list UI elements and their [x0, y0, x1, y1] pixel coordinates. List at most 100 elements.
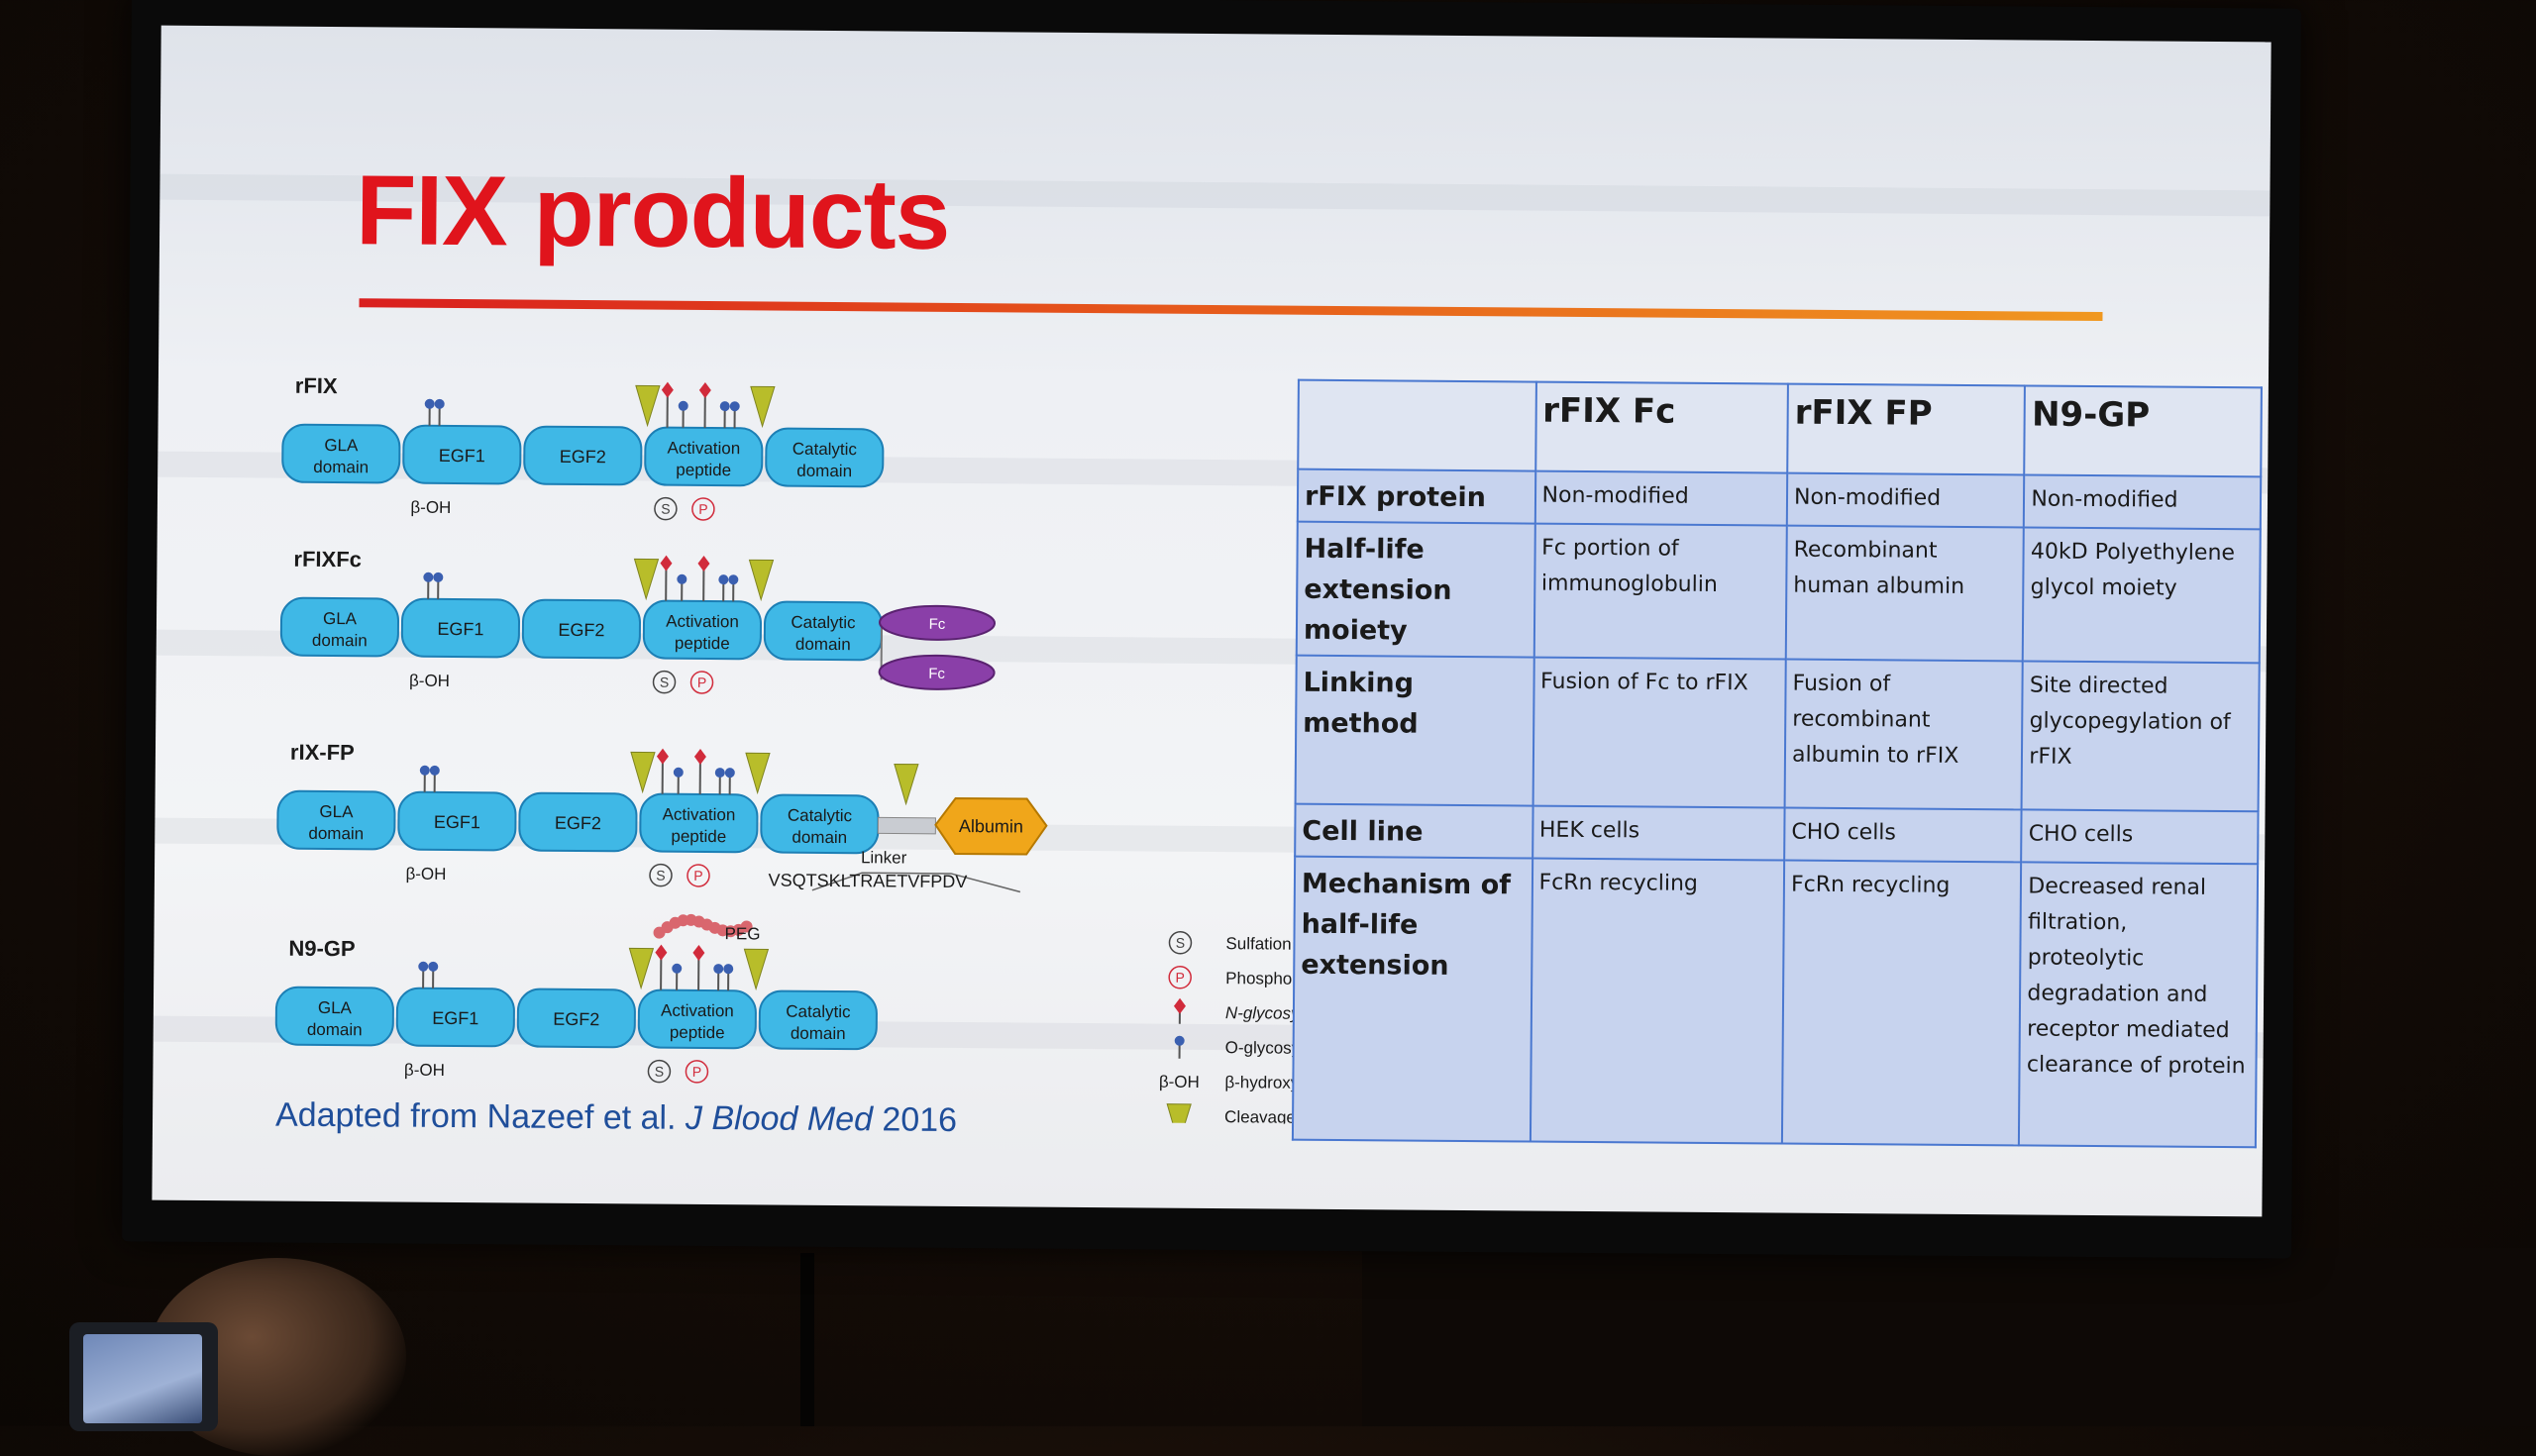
- table-cell: Non-modified: [2024, 474, 2261, 529]
- catalytic-domain-label: domain: [791, 1024, 846, 1043]
- construct-label: rIX-FP: [290, 740, 355, 766]
- phosphorylation-icon-label: P: [697, 675, 706, 690]
- activation-peptide-label: peptide: [670, 1023, 725, 1042]
- monitor-stand: [800, 1253, 814, 1426]
- table-cell: Fusion of Fc to rFIX: [1532, 658, 1786, 808]
- egf1-domain-label: EGF1: [439, 446, 485, 466]
- o-glycosylation-icon: [435, 399, 445, 409]
- o-glycosylation-icon: [674, 768, 684, 778]
- egf1-domain-label: EGF1: [432, 1008, 478, 1028]
- o-glycosylation-icon: [420, 766, 430, 776]
- table-cell: HEK cells: [1532, 806, 1785, 861]
- sulfation-icon-label: S: [660, 675, 669, 690]
- legend-sulfation: Sulfation: [1225, 934, 1291, 954]
- gla-domain-label: domain: [308, 824, 364, 843]
- activation-peptide-label: peptide: [675, 634, 730, 653]
- header-cell: rFIX Fc: [1535, 382, 1788, 473]
- beta-oh-label: β-OH: [404, 1061, 445, 1080]
- beta-oh-label: β-OH: [410, 498, 451, 517]
- activation-peptide-label: Activation: [666, 612, 739, 632]
- o-glycosylation-icon: [720, 401, 730, 411]
- citation-suffix: 2016: [873, 1100, 957, 1139]
- citation-prefix: Adapted from Nazeef et al.: [275, 1096, 686, 1137]
- citation-journal: J Blood Med: [686, 1099, 873, 1138]
- activation-peptide-label: Activation: [667, 439, 740, 459]
- fix-products-table: rFIX Fc rFIX FP N9-GP rFIX protein Non-m…: [1292, 379, 2263, 1149]
- table-cell: CHO cells: [1784, 808, 2022, 863]
- cleavage-site-icon: [895, 764, 918, 803]
- gla-domain-label: domain: [312, 631, 368, 650]
- o-glycosylation-icon: [672, 964, 682, 974]
- cleavage-site-icon: [746, 753, 770, 792]
- audience-phone: [69, 1322, 218, 1431]
- table-cell: Non-modified: [1787, 473, 2025, 528]
- n-glycosylation-icon: [662, 382, 674, 398]
- title-underline: [359, 298, 2102, 321]
- o-glycosylation-icon: [418, 962, 428, 972]
- egf2-domain-label: EGF2: [553, 1009, 599, 1029]
- n-glycosylation-icon: [697, 556, 709, 572]
- table-row: Cell line HEK cells CHO cells CHO cells: [1295, 804, 2258, 865]
- catalytic-domain-label: Catalytic: [792, 440, 858, 460]
- albumin-label: Albumin: [959, 816, 1023, 837]
- n-glycosylation-icon: [699, 382, 711, 398]
- n-glycosylation-icon: [655, 945, 667, 961]
- activation-peptide-label: peptide: [671, 827, 726, 846]
- cleavage-site-icon: [1167, 1104, 1191, 1125]
- table-row: Linking method Fusion of Fc to rFIX Fusi…: [1296, 656, 2260, 812]
- table-cell: FcRn recycling: [1782, 861, 2022, 1146]
- o-glycosylation-icon: [728, 574, 738, 584]
- o-glycosylation-icon: [715, 768, 725, 778]
- table-cell: Decreased renal filtration, proteolytic …: [2019, 862, 2258, 1147]
- linker-label: Linker: [861, 848, 907, 867]
- table-cell: Recombinant human albumin: [1786, 526, 2024, 662]
- cleavage-site-icon: [636, 385, 660, 425]
- construct-label: rFIXFc: [293, 547, 362, 572]
- table-header-row: rFIX Fc rFIX FP N9-GP: [1298, 380, 2262, 477]
- table-row: Mechanism of half-life extension FcRn re…: [1293, 857, 2258, 1148]
- cleavage-site-icon: [631, 752, 655, 791]
- o-glycosylation-icon: [730, 401, 740, 411]
- phosphorylation-icon-label: P: [1175, 970, 1184, 986]
- catalytic-domain-label: domain: [792, 828, 847, 847]
- gla-domain-label: GLA: [324, 436, 359, 455]
- citation: Adapted from Nazeef et al. J Blood Med 2…: [275, 1096, 957, 1140]
- o-glycosylation-icon: [423, 572, 433, 582]
- phosphorylation-icon-label: P: [698, 501, 707, 517]
- egf2-domain-label: EGF2: [560, 447, 606, 467]
- table-cell: CHO cells: [2022, 809, 2259, 864]
- row-label: Linking method: [1296, 656, 1534, 806]
- n-glycosylation-icon: [1174, 998, 1186, 1014]
- table-cell: 40kD Polyethylene glycol moiety: [2023, 527, 2261, 663]
- n-glycosylation-icon: [660, 556, 672, 572]
- phosphorylation-icon-label: P: [693, 868, 702, 884]
- n-glycosylation-icon: [657, 749, 669, 765]
- slide-title: FIX products: [356, 154, 950, 272]
- linker: [878, 817, 935, 833]
- gla-domain-label: domain: [313, 458, 369, 476]
- cleavage-site-icon: [749, 560, 773, 599]
- background-cabinet: [1362, 1248, 2536, 1426]
- catalytic-domain-label: domain: [796, 462, 852, 480]
- table-cell: Non-modified: [1534, 471, 1787, 526]
- header-cell: rFIX FP: [1787, 384, 2025, 475]
- n-glycosylation-icon: [692, 945, 704, 961]
- sulfation-icon-label: S: [1176, 935, 1185, 951]
- table-row: rFIX protein Non-modified Non-modified N…: [1298, 469, 2261, 530]
- beta-oh-label: β-OH: [405, 865, 446, 884]
- o-glycosylation-icon: [428, 962, 438, 972]
- catalytic-domain-label: domain: [795, 635, 851, 654]
- catalytic-domain-label: Catalytic: [786, 1002, 851, 1022]
- phosphorylation-icon-label: P: [692, 1064, 701, 1080]
- egf2-domain-label: EGF2: [555, 813, 601, 833]
- o-glycosylation-icon: [425, 399, 435, 409]
- row-label: Mechanism of half-life extension: [1293, 857, 1532, 1142]
- gla-domain-label: GLA: [319, 802, 354, 821]
- legend-betaoh-symbol: β-OH: [1159, 1073, 1200, 1092]
- sulfation-icon-label: S: [655, 1064, 664, 1080]
- fc-label: Fc: [928, 666, 945, 682]
- activation-peptide-label: Activation: [663, 805, 736, 825]
